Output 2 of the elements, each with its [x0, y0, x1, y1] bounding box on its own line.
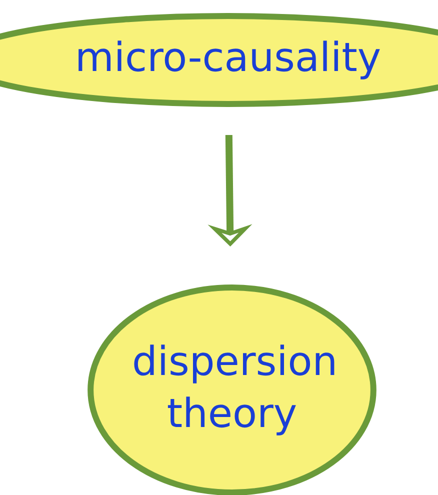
ellipse-node: micro-causality — [0, 13, 438, 107]
ellipse-node: dispersion theory — [88, 284, 376, 495]
